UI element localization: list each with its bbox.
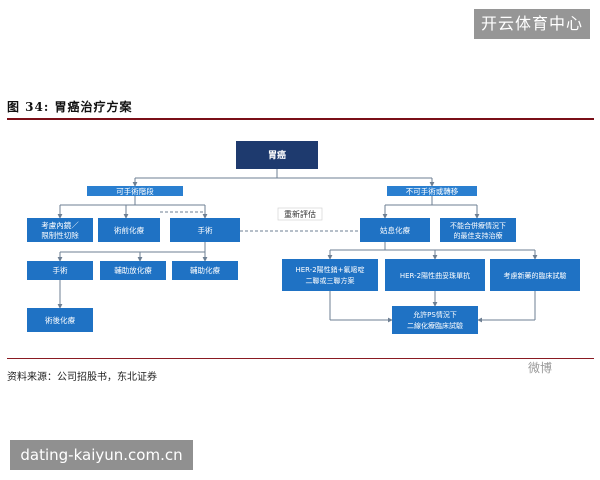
node-her2-pos: HER-2陽性銷+氟嘧啶 二聯或三聯方案	[282, 259, 378, 291]
node-palliative: 姑息化療	[360, 218, 430, 242]
node-supportive: 不能合併療情況下 的最佳支持治療	[440, 218, 516, 242]
node-postop-chemo: 術後化療	[27, 308, 93, 332]
node-second-line: 允許PS情況下 二線化療臨床試驗	[392, 306, 478, 334]
node-second-line-line-2: 二線化療臨床試驗	[407, 321, 463, 330]
node-nonsurgical: 不可手術或轉移	[387, 186, 477, 196]
node-surgery-top-line: 手術	[198, 225, 213, 235]
node-postop-chemo-line: 術後化療	[45, 315, 75, 325]
node-surgery-top: 手術	[170, 218, 240, 242]
label-reassess-line: 重新評估	[284, 209, 316, 219]
title-rule	[7, 118, 594, 120]
label-reassess: 重新評估	[277, 207, 323, 221]
node-adj-radiochemo-line: 輔助放化療	[114, 265, 152, 275]
source-note: 资料来源：公司招股书，东北证券	[7, 372, 157, 383]
node-endoscopic-line-1: 考慮內鏡／	[41, 220, 79, 230]
node-endoscopic: 考慮內鏡／ 限制性切除	[27, 218, 93, 242]
node-surgery-bottom: 手術	[27, 261, 93, 280]
node-trial-line: 考慮新藥的臨床試驗	[504, 271, 567, 280]
node-her2-neg-line: HER-2陽性曲妥珠單抗	[400, 271, 470, 280]
watermark-bottom: dating-kaiyun.com.cn	[10, 440, 193, 470]
weibo-watermark: 微博	[528, 361, 553, 375]
figure-title: 图 34: 胃癌治疗方案	[7, 100, 133, 114]
node-surgical: 可手術階段	[87, 186, 183, 196]
node-supportive-line-1: 不能合併療情況下	[450, 221, 506, 230]
node-adj-chemo: 輔助化療	[172, 261, 238, 280]
source-rule	[7, 358, 594, 359]
node-palliative-line: 姑息化療	[380, 225, 410, 235]
node-root-line: 胃癌	[268, 149, 286, 161]
node-her2-pos-line-1: HER-2陽性銷+氟嘧啶	[295, 265, 364, 274]
node-surgical-line: 可手術階段	[116, 186, 154, 196]
node-supportive-line-2: 的最佳支持治療	[454, 231, 503, 240]
node-endoscopic-line-2: 限制性切除	[41, 230, 79, 240]
node-her2-neg: HER-2陽性曲妥珠單抗	[385, 259, 485, 291]
node-trial: 考慮新藥的臨床試驗	[490, 259, 580, 291]
connectors	[57, 169, 538, 323]
node-her2-pos-line-2: 二聯或三聯方案	[306, 276, 355, 285]
node-root: 胃癌	[236, 141, 318, 169]
node-preop-chemo-line: 術前化療	[114, 225, 144, 235]
watermark-top: 开云体育中心	[474, 9, 590, 39]
node-adj-radiochemo: 輔助放化療	[100, 261, 166, 280]
node-surgery-bottom-line: 手術	[53, 265, 68, 275]
node-nonsurgical-line: 不可手術或轉移	[406, 186, 459, 196]
node-second-line-line-1: 允許PS情況下	[413, 310, 457, 319]
node-preop-chemo: 術前化療	[98, 218, 160, 242]
node-adj-chemo-line: 輔助化療	[190, 265, 220, 275]
